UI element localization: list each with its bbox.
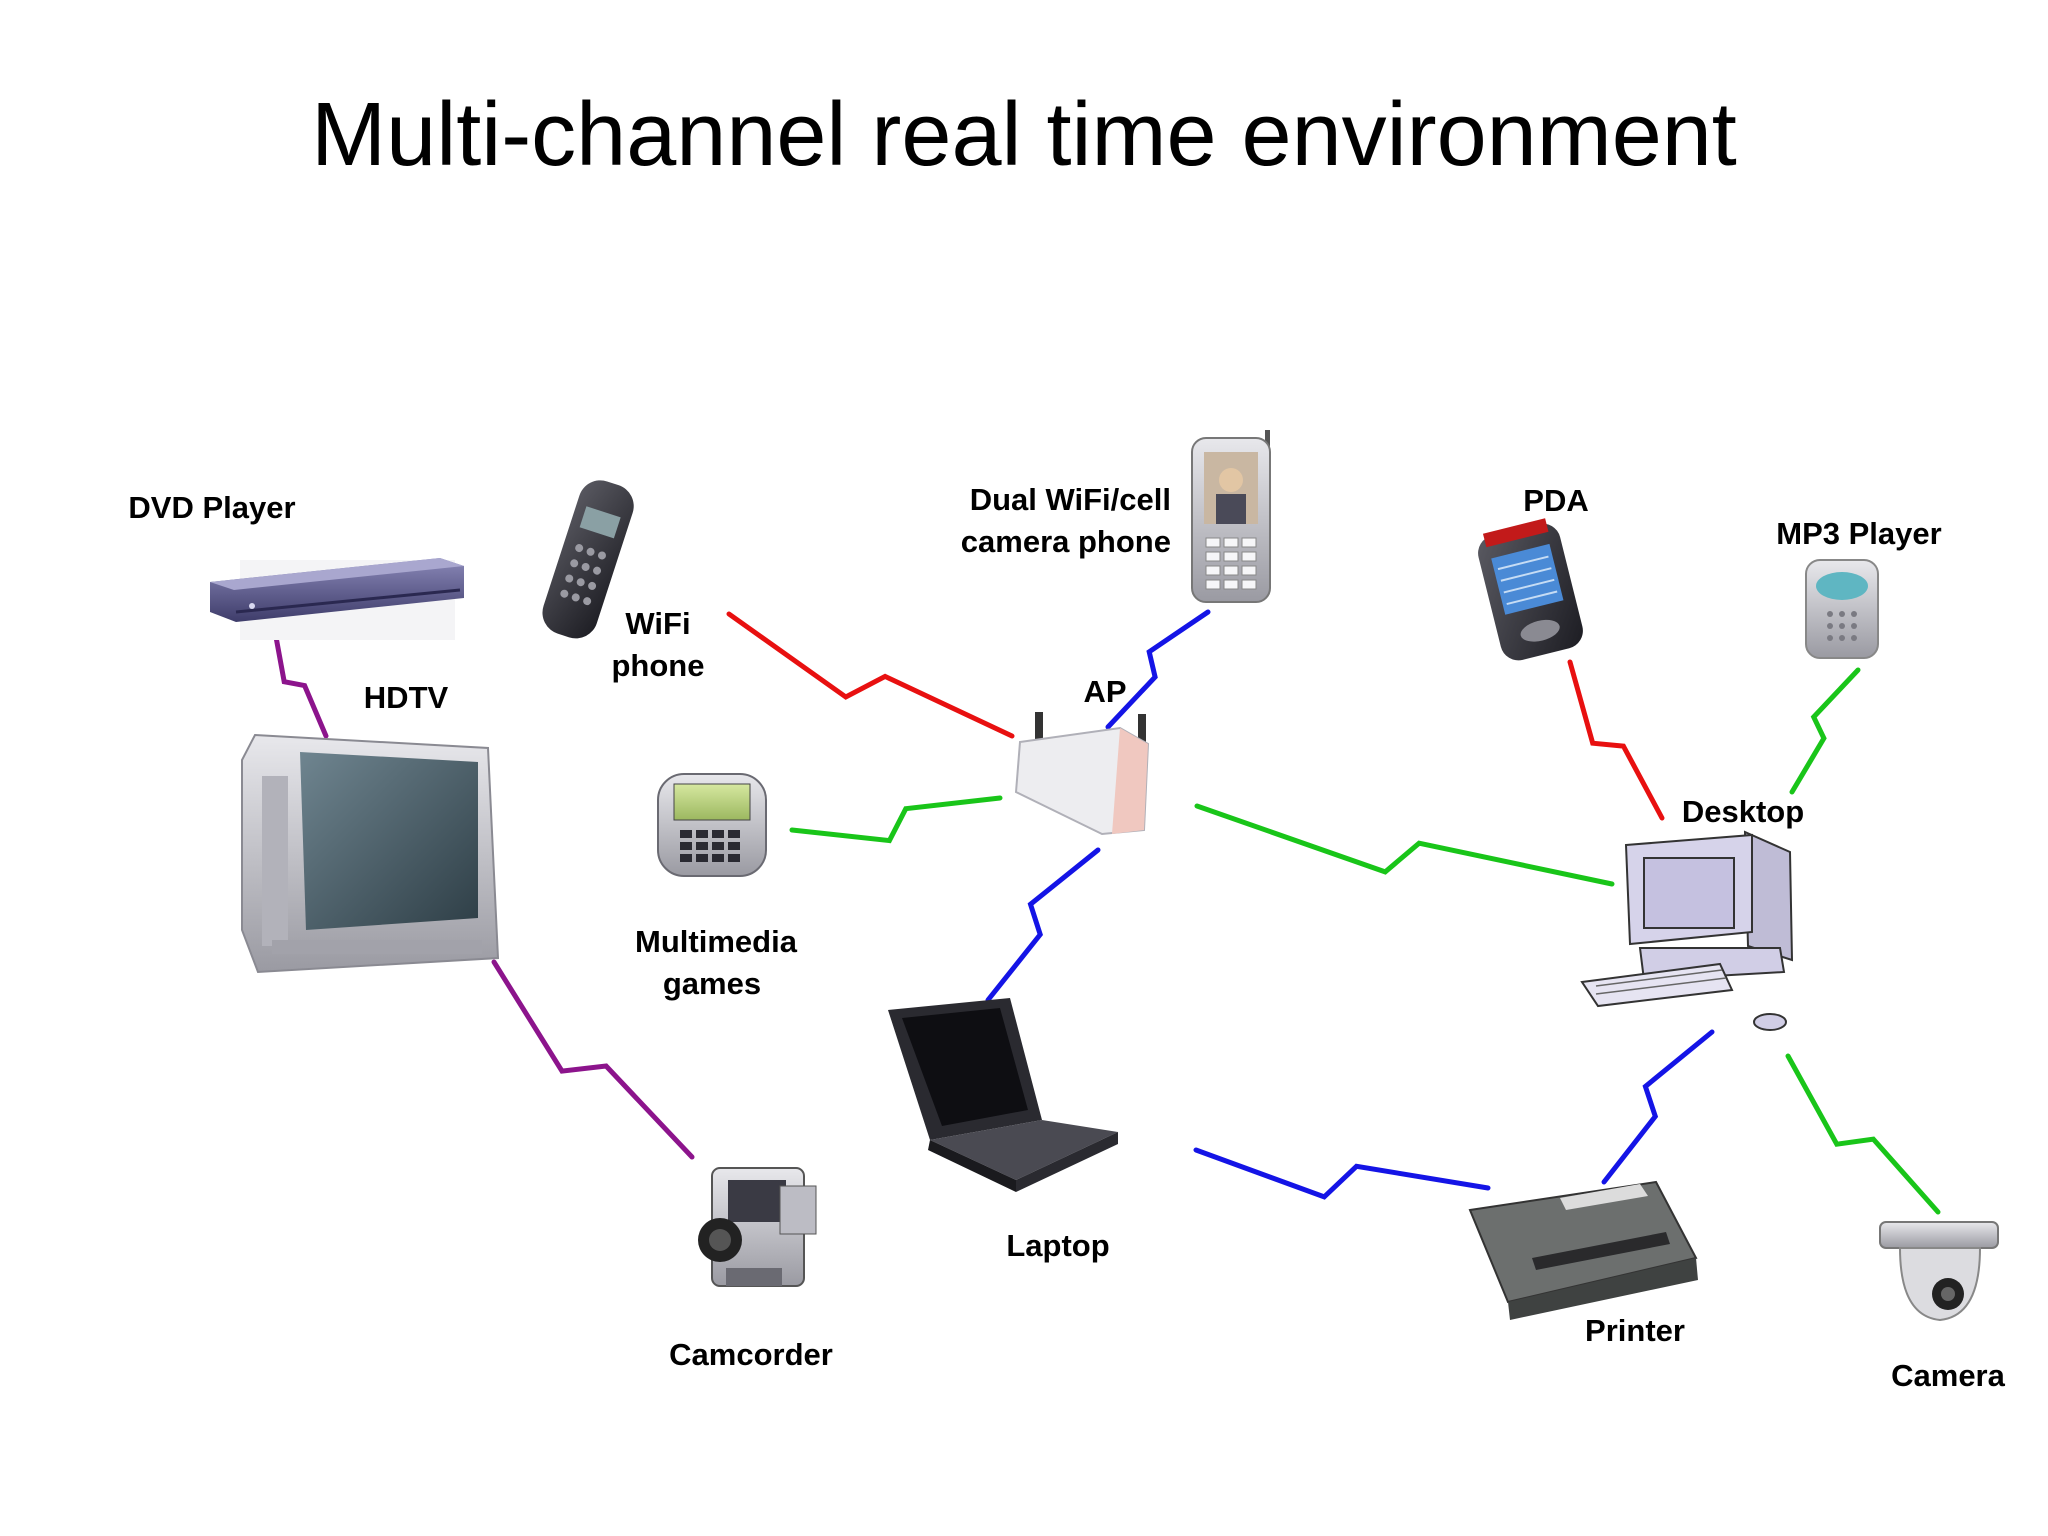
printer-icon — [1468, 1180, 1698, 1320]
label-hdtv: HDTV — [364, 680, 449, 715]
desktop-computer-icon — [1580, 830, 1794, 1031]
label-ap: AP — [1083, 674, 1126, 709]
label-pda: PDA — [1523, 483, 1588, 518]
link-dvd-hdtv — [271, 623, 329, 739]
link-pda-desktop — [1567, 659, 1665, 821]
label-printer: Printer — [1585, 1313, 1685, 1348]
camcorder-icon — [698, 1167, 817, 1287]
label-mp3-player: MP3 Player — [1776, 516, 1941, 551]
dvd-player-icon — [210, 558, 464, 640]
link-desktop-camera — [1785, 1053, 1941, 1215]
label-desktop: Desktop — [1682, 794, 1804, 829]
link-games-ap — [789, 795, 1003, 844]
label-laptop: Laptop — [1006, 1228, 1109, 1263]
link-ap-desktop — [1194, 803, 1615, 887]
label-dvd-player: DVD Player — [128, 490, 295, 525]
link-wifiphone-ap — [726, 611, 1015, 739]
diagram-title: Multi-channel real time environment — [311, 85, 1737, 185]
mp3-player-icon — [1805, 559, 1879, 659]
link-hdtv-camcorder — [491, 959, 695, 1160]
link-desktop-printer — [1601, 1029, 1715, 1185]
game-console-icon — [657, 773, 767, 877]
link-dualphone-ap — [1105, 609, 1211, 730]
connection-links — [271, 609, 1941, 1215]
laptop-icon — [888, 998, 1118, 1192]
tv-icon — [241, 733, 500, 974]
security-camera-icon — [1879, 1221, 1999, 1322]
wifi-phone-icon — [542, 480, 634, 639]
label-camcorder: Camcorder — [669, 1337, 833, 1372]
link-mp3-desktop — [1789, 667, 1861, 795]
label-camera: Camera — [1891, 1358, 2005, 1393]
camera-phone-icon — [1191, 430, 1271, 603]
access-point-icon — [1014, 712, 1150, 836]
link-laptop-printer — [1193, 1147, 1491, 1200]
pda-icon — [1478, 518, 1583, 661]
link-ap-laptop — [985, 847, 1101, 1003]
